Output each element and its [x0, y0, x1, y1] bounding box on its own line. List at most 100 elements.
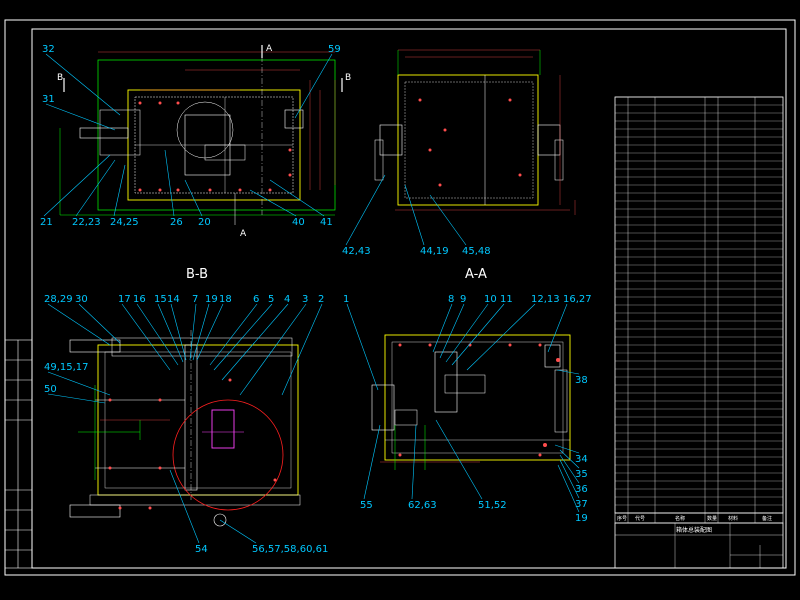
leader-line [189, 303, 197, 361]
leader-line [75, 159, 116, 217]
leader-line [47, 303, 111, 346]
balloon-label-19: 19 [575, 513, 588, 524]
leader-line [78, 303, 121, 344]
table-header-cell: 数量 [707, 515, 717, 522]
leader-line [432, 303, 453, 353]
leader-line [239, 303, 307, 396]
balloon-label-12-13: 12,13 [531, 294, 560, 305]
balloon-label-19: 19 [205, 294, 218, 305]
leader-line [559, 459, 580, 499]
table-header-cell: 备注 [762, 515, 772, 522]
balloon-label-4: 4 [284, 294, 290, 305]
leader-line [219, 519, 257, 544]
balloon-label-40: 40 [292, 217, 305, 228]
leader-line [164, 149, 175, 217]
leader-line [346, 303, 379, 391]
balloon-label-5: 5 [268, 294, 274, 305]
balloon-label-51-52: 51,52 [478, 500, 507, 511]
balloon-label-31: 31 [42, 94, 55, 105]
section-mark-b-right: B [345, 73, 351, 83]
table-header-cell: 序号 [617, 515, 627, 522]
leader-line [221, 303, 289, 381]
leader-line [557, 464, 580, 513]
balloon-label-3: 3 [302, 294, 308, 305]
plan-view [59, 45, 343, 225]
balloon-label-50: 50 [44, 384, 57, 395]
leader-line [47, 393, 106, 404]
aa-view-title: A-A [465, 267, 487, 282]
balloon-label-32: 32 [42, 44, 55, 55]
balloon-label-59: 59 [328, 44, 341, 55]
leader-line [136, 303, 179, 366]
aa-section-view [371, 334, 571, 470]
leader-line [209, 303, 258, 366]
table-header-cell: 名称 [675, 515, 685, 522]
balloon-label-49-15-17: 49,15,17 [44, 362, 89, 373]
balloon-label-7: 7 [192, 294, 198, 305]
balloon-label-1: 1 [343, 294, 349, 305]
leader-line [294, 53, 333, 119]
leader-line [439, 303, 465, 359]
balloon-label-45-48: 45,48 [462, 246, 491, 257]
drawing-border [4, 19, 796, 576]
inner-frame [31, 28, 787, 569]
balloon-label-26: 26 [170, 217, 183, 228]
leader-line [363, 424, 381, 500]
balloon-label-16-27: 16,27 [563, 294, 592, 305]
balloon-label-10: 10 [484, 294, 497, 305]
leader-line [47, 371, 111, 396]
table-header-cell: 代号 [635, 515, 645, 522]
leader-line [411, 424, 417, 500]
section-mark-a-bottom: A [240, 229, 247, 239]
title-block-name: 箱体总装配图 [676, 526, 712, 534]
balloon-label-17: 17 [118, 294, 131, 305]
balloon-label-16: 16 [133, 294, 146, 305]
leader-line [192, 303, 210, 361]
leader-line [445, 303, 489, 363]
leader-line [435, 419, 483, 500]
title-block [614, 522, 784, 569]
leader-line [345, 174, 386, 246]
balloon-label-6: 6 [253, 294, 259, 305]
leader-line [169, 469, 200, 544]
balloon-label-55: 55 [360, 500, 373, 511]
leader-line [43, 154, 111, 217]
bb-view-title: B-B [186, 267, 208, 282]
balloon-label-9: 9 [460, 294, 466, 305]
leader-line [559, 449, 580, 469]
leader-line [429, 194, 467, 246]
leader-line [45, 53, 121, 116]
balloon-label-30: 30 [75, 294, 88, 305]
leader-line [281, 303, 323, 396]
leader-line [451, 303, 505, 366]
leader-line [213, 303, 273, 371]
balloon-label-21: 21 [40, 217, 53, 228]
left-margin-block [4, 339, 33, 569]
balloon-label-37: 37 [575, 499, 588, 510]
leader-line [547, 303, 568, 353]
table-header-cell: 材料 [728, 515, 738, 522]
balloon-label-34: 34 [575, 454, 588, 465]
balloon-label-20: 20 [198, 217, 211, 228]
balloon-label-8: 8 [448, 294, 454, 305]
balloon-label-2: 2 [318, 294, 324, 305]
parts-list-table [614, 96, 784, 524]
side-view [374, 49, 576, 215]
balloon-label-41: 41 [320, 217, 333, 228]
leader-line [556, 369, 580, 375]
leader-line [113, 164, 126, 217]
leader-line [559, 454, 580, 484]
leader-line [170, 303, 187, 361]
balloon-label-11: 11 [500, 294, 513, 305]
leader-line [184, 179, 203, 217]
balloon-label-56-57-58-60-61: 56,57,58,60,61 [252, 544, 328, 555]
balloon-label-44-19: 44,19 [420, 246, 449, 257]
balloon-label-14: 14 [167, 294, 180, 305]
balloon-label-54: 54 [195, 544, 208, 555]
leader-line [157, 303, 184, 363]
leader-line [249, 189, 297, 217]
bb-section-view [69, 330, 301, 527]
leader-line [466, 303, 536, 371]
balloon-label-24-25: 24,25 [110, 217, 139, 228]
